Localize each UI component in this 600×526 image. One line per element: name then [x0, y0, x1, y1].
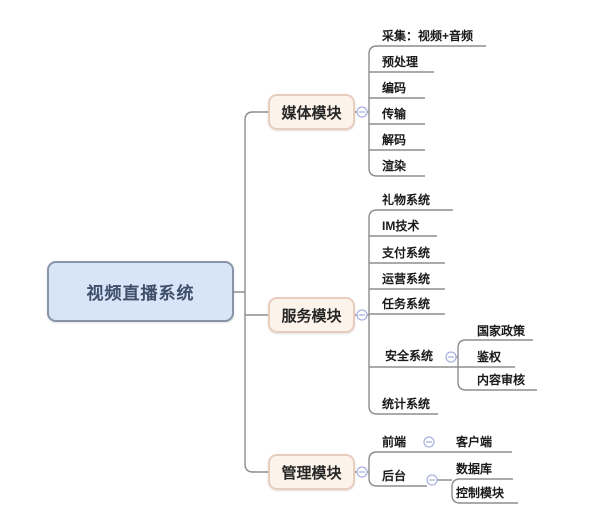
- collapse-toggle-frontend[interactable]: [423, 436, 435, 448]
- node-client[interactable]: 客户端: [456, 435, 493, 449]
- node-stats-system[interactable]: 统计系统: [382, 397, 431, 411]
- collapse-toggle-security[interactable]: [445, 351, 457, 363]
- node-preprocess[interactable]: 预处理: [382, 55, 419, 69]
- connector-backend-children: [437, 478, 518, 504]
- node-backend[interactable]: 后台: [382, 469, 407, 483]
- branch-label: 管理模块: [281, 464, 342, 482]
- node-task-system[interactable]: 任务系统: [382, 297, 431, 311]
- connector-media-children: [355, 45, 486, 177]
- node-national-policy[interactable]: 国家政策: [477, 324, 526, 338]
- collapse-toggle-management[interactable]: [356, 466, 368, 478]
- collapse-toggle-backend[interactable]: [426, 474, 438, 486]
- node-database[interactable]: 数据库: [456, 462, 493, 476]
- root-node[interactable]: 视频直播系统: [47, 261, 234, 322]
- node-frontend[interactable]: 前端: [382, 435, 407, 449]
- node-content-review[interactable]: 内容审核: [477, 373, 526, 387]
- node-transmit[interactable]: 传输: [382, 107, 407, 121]
- collapse-toggle-service[interactable]: [356, 309, 368, 321]
- node-payment-system[interactable]: 支付系统: [382, 246, 431, 260]
- connector-root-trunk: [234, 111, 268, 473]
- node-decode[interactable]: 解码: [382, 133, 407, 147]
- connector-service-children: [355, 209, 515, 415]
- branch-service-module[interactable]: 服务模块: [268, 297, 355, 333]
- node-gift-system[interactable]: 礼物系统: [382, 193, 431, 207]
- collapse-toggle-media[interactable]: [356, 106, 368, 118]
- branch-label: 服务模块: [281, 307, 342, 325]
- node-control-module[interactable]: 控制模块: [456, 486, 505, 500]
- branch-media-module[interactable]: 媒体模块: [268, 94, 355, 130]
- node-security-system[interactable]: 安全系统: [385, 349, 434, 363]
- branch-management-module[interactable]: 管理模块: [268, 454, 355, 490]
- root-node-label: 视频直播系统: [86, 284, 195, 303]
- node-capture[interactable]: 采集：视频+音频: [382, 29, 474, 43]
- node-render[interactable]: 渲染: [382, 159, 407, 173]
- node-im-tech[interactable]: IM技术: [382, 219, 420, 233]
- node-auth[interactable]: 鉴权: [477, 350, 502, 364]
- branch-label: 媒体模块: [281, 104, 342, 122]
- node-encode[interactable]: 编码: [382, 81, 407, 95]
- node-operation-system[interactable]: 运营系统: [382, 272, 431, 286]
